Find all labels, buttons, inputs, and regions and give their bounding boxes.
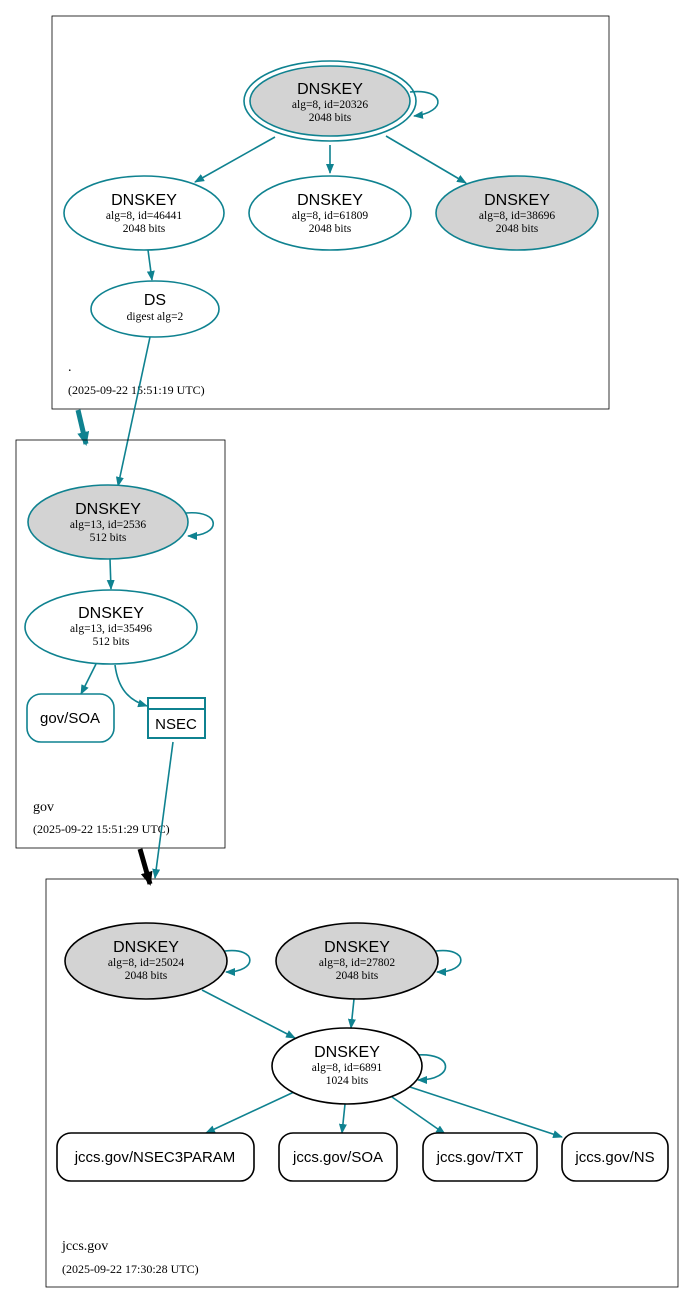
edge-gov-ksk-zsk [106, 558, 115, 590]
jccs-dnskey-27802[interactable]: DNSKEY alg=8, id=27802 2048 bits [275, 922, 439, 1000]
root-ds-node[interactable]: DS digest alg=2 [90, 280, 220, 338]
gov-nsec-label: NSEC [155, 716, 197, 733]
root-dnskey-20326[interactable]: DNSKEY alg=8, id=20326 2048 bits [243, 60, 417, 142]
delegation-root-gov [75, 409, 90, 446]
jccs-rr-ns-label: jccs.gov/NS [574, 1149, 654, 1166]
gov-dnskey-35496-bits: 512 bits [93, 636, 130, 648]
edge-ds-gov-ksk [115, 336, 151, 487]
root-dnskey-38696-alg: alg=8, id=38696 [479, 210, 555, 222]
zone-root-name: . [68, 360, 72, 375]
jccs-rr-txt[interactable]: jccs.gov/TXT [422, 1132, 538, 1182]
jccs-rr-ns[interactable]: jccs.gov/NS [561, 1132, 669, 1182]
edge-jccs-zsk-nsec3param [205, 1091, 295, 1134]
jccs-rr-nsec3param-label: jccs.gov/NSEC3PARAM [74, 1149, 236, 1166]
edge-gov-zsk-soa [80, 663, 97, 695]
jccs-dnskey-25024-bits: 2048 bits [125, 970, 168, 982]
edge-jccs-zsk-soa [338, 1103, 347, 1134]
zone-jccs: DNSKEY alg=8, id=25024 2048 bits DNSKEY … [45, 878, 679, 1288]
root-dnskey-61809-alg: alg=8, id=61809 [292, 210, 368, 222]
root-dnskey-46441[interactable]: DNSKEY alg=8, id=46441 2048 bits [63, 175, 225, 251]
edge-jccs-ksk1-zsk [201, 989, 296, 1039]
edge-gov-ksk-self [185, 512, 215, 540]
jccs-rr-nsec3param[interactable]: jccs.gov/NSEC3PARAM [56, 1132, 255, 1182]
root-dnskey-20326-title: DNSKEY [297, 81, 363, 98]
zone-gov-timestamp: (2025-09-22 15:51:29 UTC) [33, 822, 170, 836]
root-dnskey-38696-bits: 2048 bits [496, 223, 539, 235]
gov-dnskey-35496[interactable]: DNSKEY alg=13, id=35496 512 bits [24, 589, 198, 665]
root-dnskey-38696[interactable]: DNSKEY alg=8, id=38696 2048 bits [435, 175, 599, 251]
zone-gov-name: gov [33, 800, 54, 815]
delegation-gov-jccs [137, 848, 153, 886]
root-dnskey-61809-bits: 2048 bits [309, 223, 352, 235]
root-dnskey-20326-bits: 2048 bits [309, 112, 352, 124]
edge-root-ksk-self [409, 90, 439, 119]
edge-jccs-ksk1-self [224, 949, 251, 976]
gov-soa-label: gov/SOA [40, 710, 100, 727]
gov-dnskey-2536-bits: 512 bits [90, 532, 127, 544]
edge-jccs-ksk2-zsk [347, 998, 356, 1029]
zone-jccs-name: jccs.gov [61, 1239, 108, 1254]
root-dnskey-38696-title: DNSKEY [484, 192, 550, 209]
jccs-rr-soa-label: jccs.gov/SOA [292, 1149, 383, 1166]
edge-nsec-jccs [152, 741, 174, 879]
edge-root-zsk1-ds [146, 249, 155, 281]
gov-nsec-node[interactable]: NSEC [147, 697, 206, 739]
root-dnskey-61809[interactable]: DNSKEY alg=8, id=61809 2048 bits [248, 175, 412, 251]
jccs-dnskey-6891-bits: 1024 bits [326, 1075, 369, 1087]
root-ds-title: DS [144, 292, 166, 309]
gov-dnskey-35496-title: DNSKEY [78, 605, 144, 622]
jccs-dnskey-6891[interactable]: DNSKEY alg=8, id=6891 1024 bits [271, 1027, 423, 1105]
gov-dnskey-35496-alg: alg=13, id=35496 [70, 623, 152, 635]
edge-root-ksk-ksk2 [385, 135, 467, 184]
jccs-dnskey-27802-alg: alg=8, id=27802 [319, 957, 395, 969]
jccs-dnskey-25024-title: DNSKEY [113, 939, 179, 956]
gov-dnskey-2536[interactable]: DNSKEY alg=13, id=2536 512 bits [27, 484, 189, 560]
edge-jccs-ksk2-self [435, 949, 462, 976]
jccs-rr-soa[interactable]: jccs.gov/SOA [278, 1132, 398, 1182]
jccs-dnskey-27802-title: DNSKEY [324, 939, 390, 956]
zone-root-timestamp: (2025-09-22 15:51:19 UTC) [68, 383, 205, 397]
edge-jccs-zsk-ns [409, 1086, 563, 1138]
jccs-dnskey-25024-alg: alg=8, id=25024 [108, 957, 184, 969]
root-dnskey-20326-alg: alg=8, id=20326 [292, 99, 368, 111]
gov-dnskey-2536-alg: alg=13, id=2536 [70, 519, 146, 531]
root-dnskey-46441-title: DNSKEY [111, 192, 177, 209]
jccs-rr-txt-label: jccs.gov/TXT [436, 1149, 524, 1166]
jccs-dnskey-25024[interactable]: DNSKEY alg=8, id=25024 2048 bits [64, 922, 228, 1000]
zone-root: DNSKEY alg=8, id=20326 2048 bits DNSKEY … [51, 15, 610, 410]
zone-jccs-timestamp: (2025-09-22 17:30:28 UTC) [62, 1262, 199, 1276]
edge-gov-zsk-nsec [114, 664, 148, 708]
root-dnskey-61809-title: DNSKEY [297, 192, 363, 209]
root-ds-digest: digest alg=2 [127, 311, 184, 323]
root-dnskey-46441-alg: alg=8, id=46441 [106, 210, 182, 222]
jccs-dnskey-27802-bits: 2048 bits [336, 970, 379, 982]
jccs-dnskey-6891-title: DNSKEY [314, 1044, 380, 1061]
root-dnskey-46441-bits: 2048 bits [123, 223, 166, 235]
edge-jccs-zsk-txt [391, 1096, 446, 1135]
gov-soa-node[interactable]: gov/SOA [26, 693, 115, 743]
zone-jccs-box [45, 878, 679, 1288]
jccs-dnskey-6891-alg: alg=8, id=6891 [312, 1062, 383, 1074]
zone-gov: DNSKEY alg=13, id=2536 512 bits DNSKEY a… [15, 439, 226, 849]
edge-root-ksk-zsk1 [194, 136, 276, 183]
gov-dnskey-2536-title: DNSKEY [75, 501, 141, 518]
zone-root-box [51, 15, 610, 410]
edge-jccs-zsk-self [415, 1054, 447, 1084]
zone-gov-box [15, 439, 226, 849]
